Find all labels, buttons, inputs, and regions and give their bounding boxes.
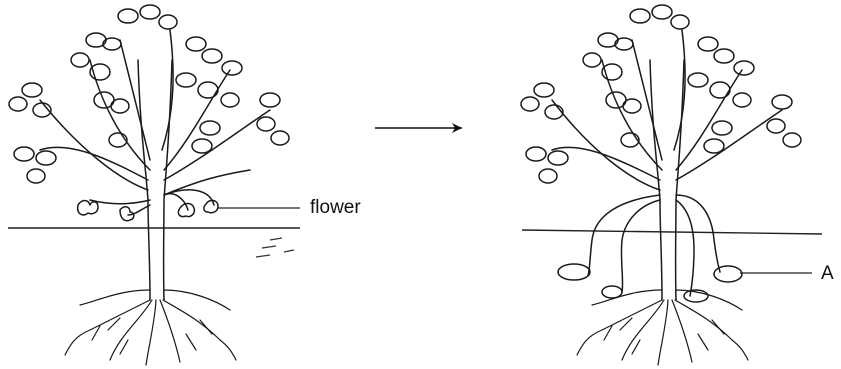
flower-label: flower — [310, 198, 361, 217]
soil-marks — [256, 238, 294, 257]
transition-arrow — [375, 123, 462, 133]
roots-right — [577, 290, 748, 365]
ground-line-right — [522, 230, 822, 234]
peg-1 — [621, 200, 660, 292]
pod-A — [714, 266, 742, 282]
plant-after — [521, 5, 801, 365]
plant-before — [9, 5, 289, 365]
part-a-label: A — [821, 264, 834, 283]
flower-4 — [204, 200, 218, 212]
pod-left — [558, 264, 590, 280]
roots-left — [65, 290, 236, 365]
flower-1 — [78, 201, 98, 215]
